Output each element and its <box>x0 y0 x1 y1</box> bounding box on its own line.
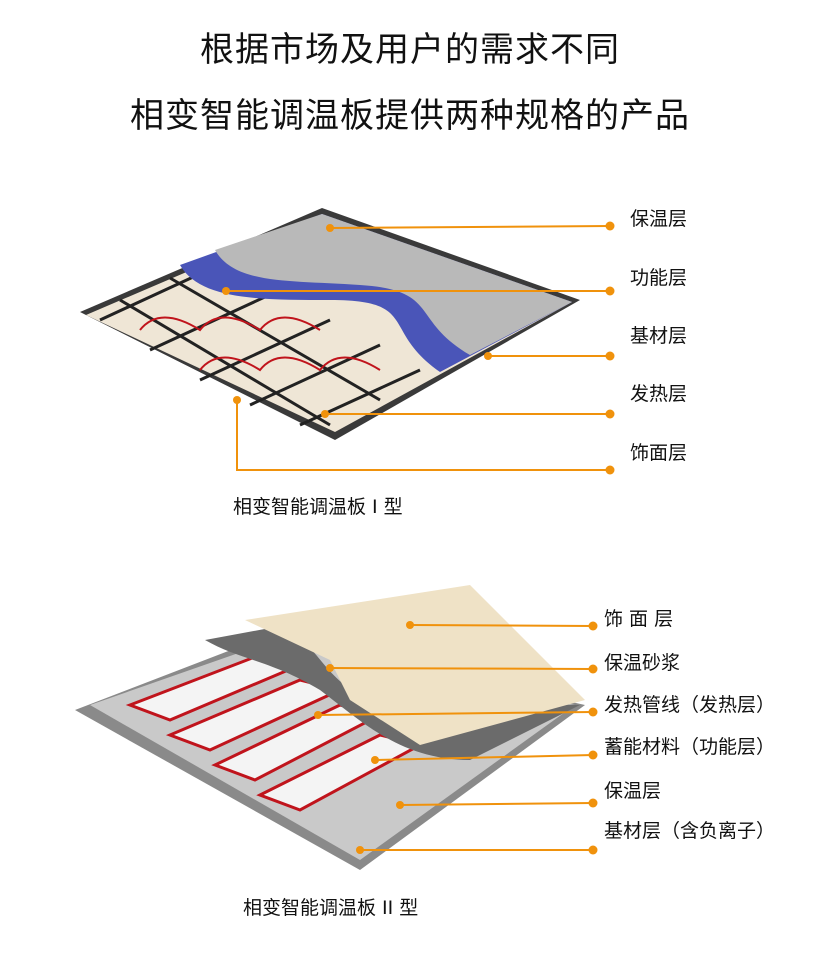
p1-layer-heating: 发热层 <box>630 383 688 405</box>
p1-layer-finish: 饰面层 <box>630 442 688 464</box>
product2-board <box>75 585 585 870</box>
p2-layer-mortar: 保温砂浆 <box>604 652 681 674</box>
product1-caption: 相变智能调温板 I 型 <box>233 496 403 518</box>
p2-layer-finish: 饰 面 层 <box>604 608 674 630</box>
product2-caption: 相变智能调温板 II 型 <box>243 897 419 919</box>
p2-layer-storage: 蓄能材料（功能层） <box>604 736 776 758</box>
p2-layer-insulation: 保温层 <box>604 780 662 802</box>
p1-layer-insulation: 保温层 <box>630 208 688 230</box>
heading-line-2: 相变智能调温板提供两种规格的产品 <box>130 96 690 136</box>
product1-board <box>80 208 580 440</box>
p1-layer-functional: 功能层 <box>630 267 688 289</box>
heading-line-1: 根据市场及用户的需求不同 <box>200 30 620 70</box>
p2-layer-substrate: 基材层（含负离子） <box>604 820 776 842</box>
p2-layer-heating: 发热管线（发热层） <box>604 694 776 716</box>
p1-layer-substrate: 基材层 <box>630 325 688 347</box>
